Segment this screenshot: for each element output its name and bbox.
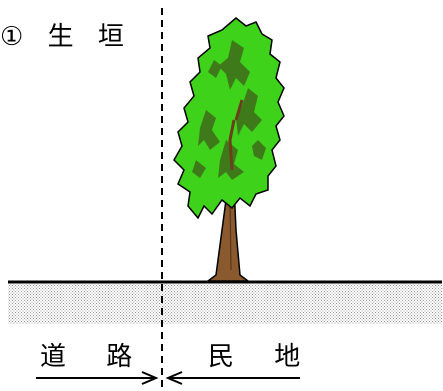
private-land-label: 民 地 <box>208 342 317 372</box>
boundary-arrows <box>36 371 300 385</box>
diagram-title: ① 生 垣 <box>0 22 132 52</box>
ground-strip <box>8 284 442 324</box>
tree-foliage <box>173 17 285 220</box>
road-label: 道 路 <box>40 342 149 372</box>
